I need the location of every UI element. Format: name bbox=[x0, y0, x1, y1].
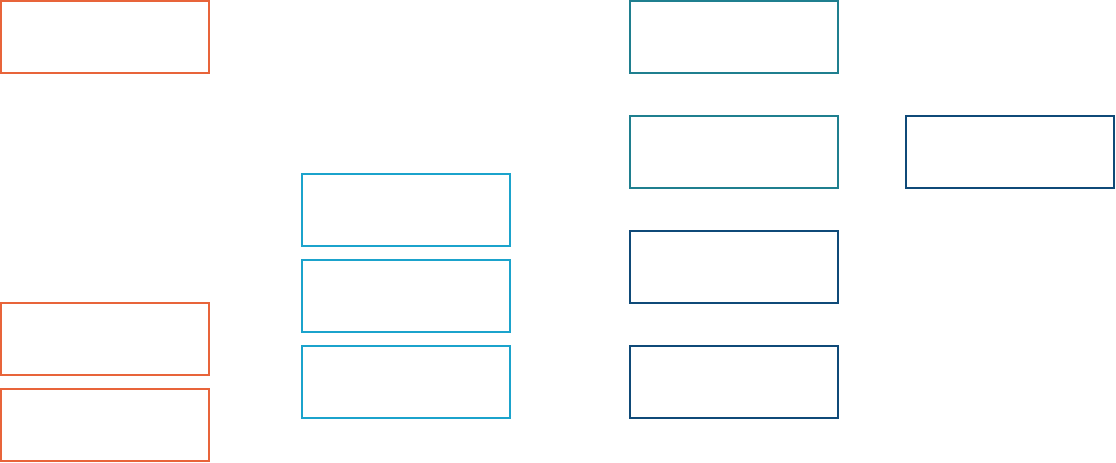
diagram-box bbox=[629, 230, 839, 304]
diagram-box bbox=[0, 302, 210, 376]
diagram-box bbox=[301, 173, 511, 247]
diagram-box bbox=[629, 0, 839, 74]
diagram-box bbox=[629, 345, 839, 419]
diagram-box bbox=[905, 115, 1115, 189]
diagram-box bbox=[0, 0, 210, 74]
diagram-box bbox=[301, 345, 511, 419]
diagram-box bbox=[301, 259, 511, 333]
diagram-box bbox=[0, 388, 210, 462]
diagram-box bbox=[629, 115, 839, 189]
